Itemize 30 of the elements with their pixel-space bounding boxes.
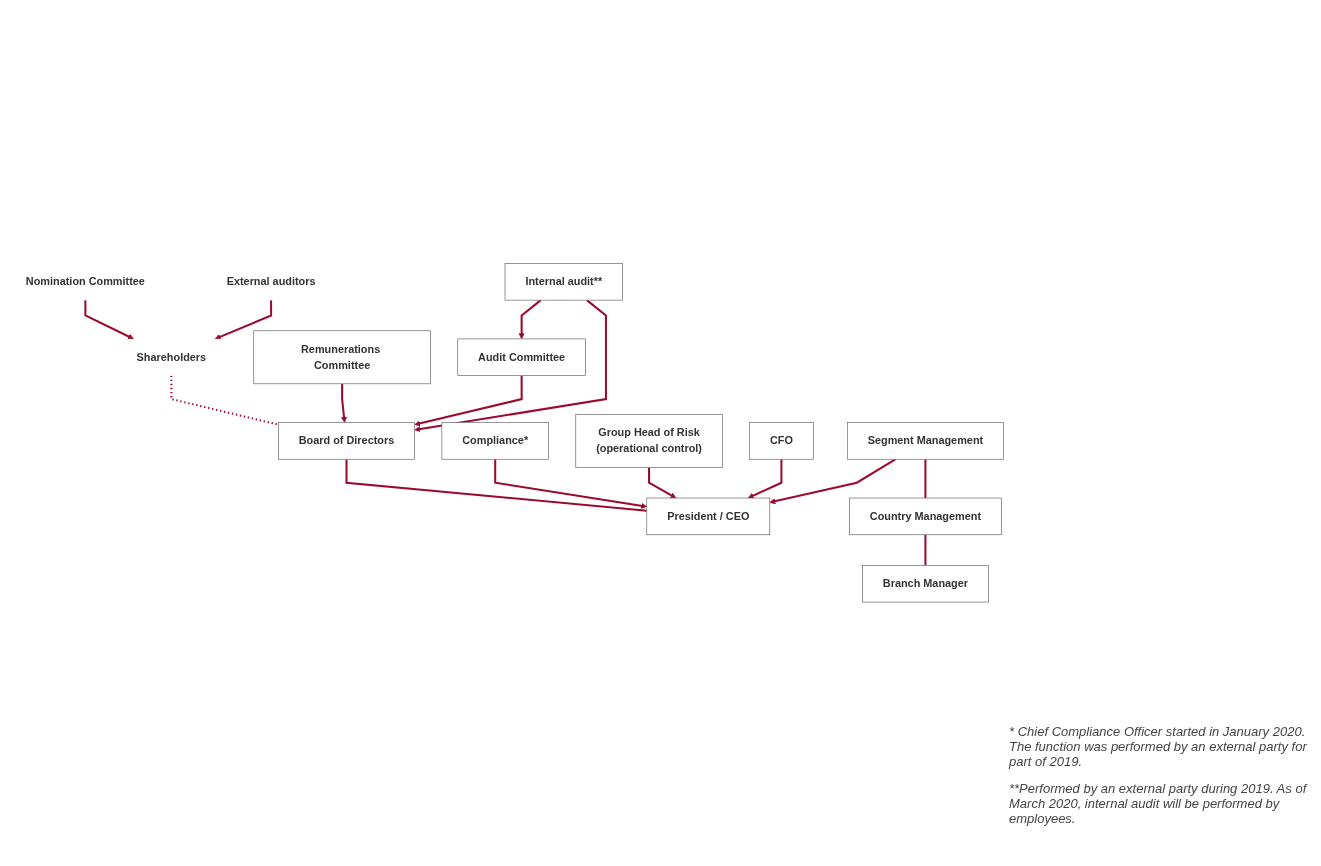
node-box: Branch Manager [862,565,989,603]
node-box: President / CEO [646,497,771,536]
node-box: Audit Committee [457,338,586,377]
arrow [518,299,542,340]
node-box: Remunerations Committee [253,330,431,385]
node-text: Shareholders [136,351,207,363]
node-box: Board of Directors [278,422,415,460]
arrow [648,467,677,499]
footnote: **Performed by an external party during 2019. As of March 2020, internal audit will be performed by employees. [1009,781,1309,826]
arrow [84,300,134,340]
node-box: Internal audit** [504,263,623,301]
footnote: * Chief Compliance Officer started in January 2020. The function was performed by an external party for part of 2019. [1009,724,1309,769]
node-box: Segment Management [846,422,1004,460]
arrow [414,375,523,427]
arrow [214,300,273,340]
arrow [341,384,347,424]
arrow [747,459,783,499]
connector [924,535,927,566]
node-box: Country Management [849,497,1002,536]
node-text: Nomination Committee [25,275,145,288]
node-box: Compliance* [441,422,549,460]
arrow [414,299,607,433]
connector [924,459,927,499]
arrow [494,459,648,510]
connector [345,459,647,512]
node-text: External auditors [226,275,316,288]
node-box: CFO [749,422,814,460]
node-box: Group Head of Risk (operational control) [575,414,723,468]
connector [170,375,279,426]
arrow [769,458,896,505]
